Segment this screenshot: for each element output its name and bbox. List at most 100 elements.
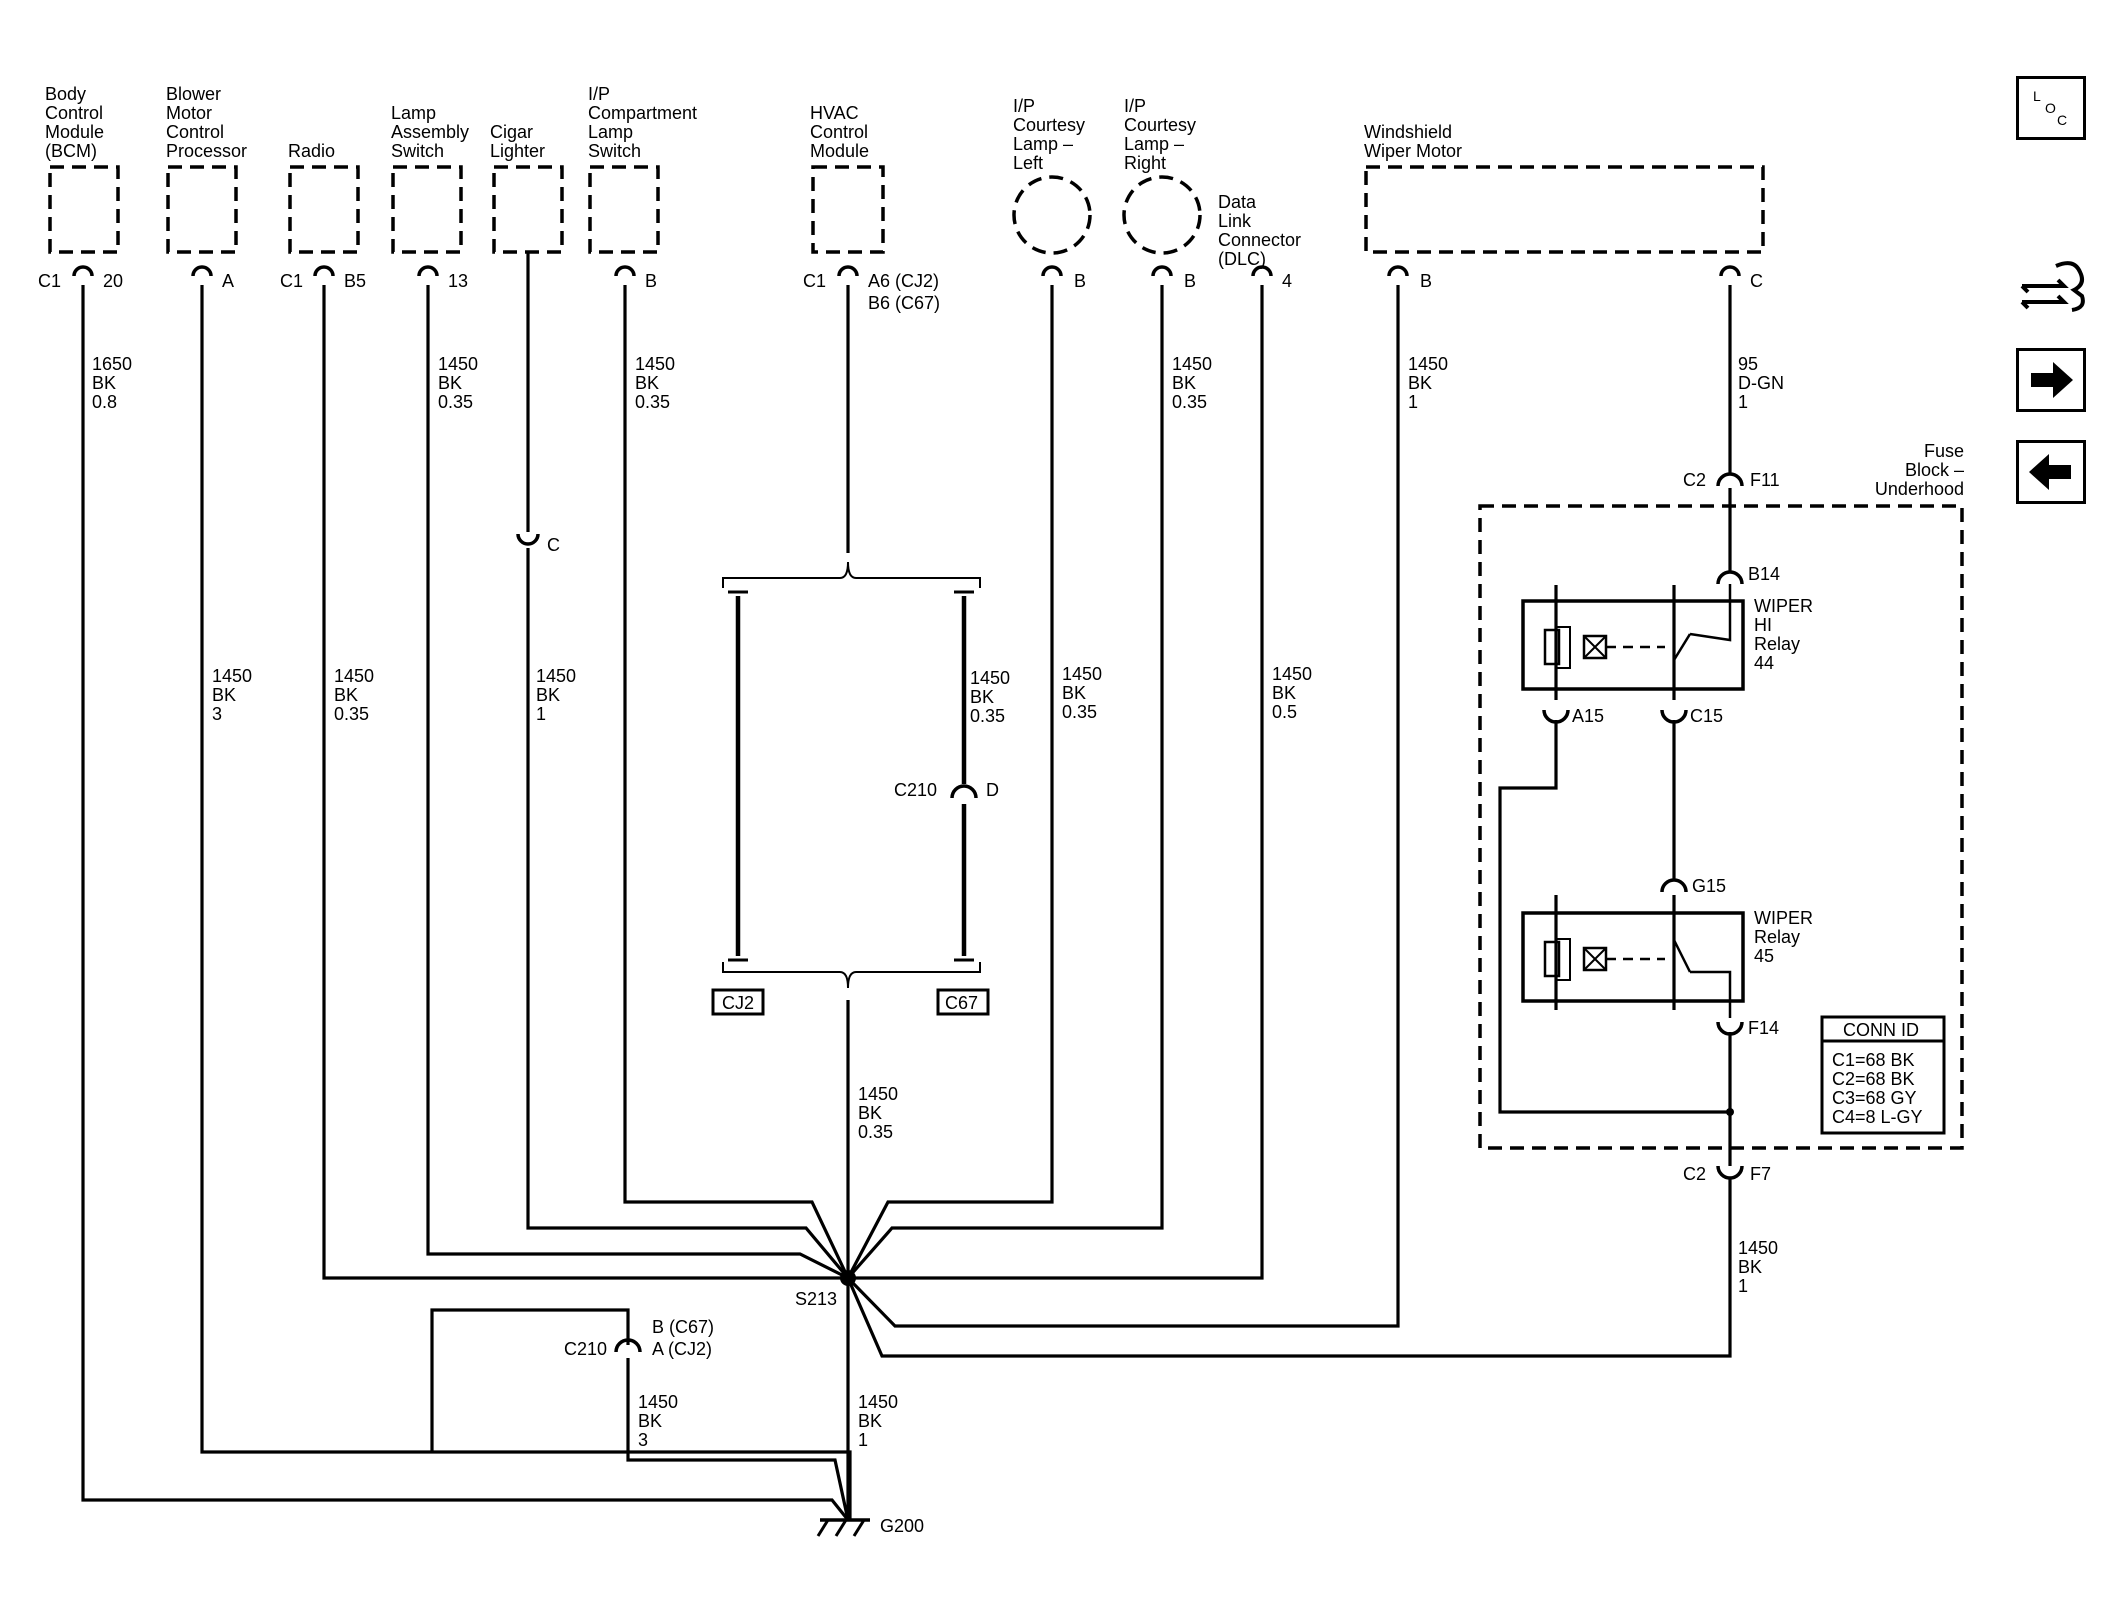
text-line: Cigar	[490, 122, 533, 142]
text-line: 3	[638, 1430, 648, 1450]
diagram-label: C1	[38, 271, 61, 291]
text-line: 1450	[858, 1392, 898, 1412]
text-line: Processor	[166, 141, 247, 161]
text-line: Control	[45, 103, 103, 123]
previous-page-button[interactable]	[2016, 440, 2086, 504]
text-line: Lighter	[490, 141, 545, 161]
text-line: 0.35	[970, 706, 1005, 726]
connector-view-button[interactable]	[2016, 252, 2088, 328]
text-line: Relay	[1754, 927, 1800, 947]
diagram-label: A15	[1572, 706, 1604, 726]
text-line: Lamp –	[1124, 134, 1184, 154]
text-line: 0.5	[1272, 702, 1297, 722]
text-line: I/P	[1013, 96, 1035, 116]
text-line: 95	[1738, 354, 1758, 374]
text-line: 1450	[1272, 664, 1312, 684]
connector-cigar-c: C	[516, 533, 560, 555]
text-line: 0.8	[92, 392, 117, 412]
text-line: I/P	[588, 84, 610, 104]
diagram-label: G15	[1692, 876, 1726, 896]
variant-bracket: C210 D CJ2 C67	[711, 561, 999, 1016]
diagram-label: C15	[1690, 706, 1723, 726]
text-line: Link	[1218, 211, 1252, 231]
text-line: Lamp –	[1013, 134, 1073, 154]
diagram-label: A (CJ2)	[652, 1339, 712, 1359]
diagram-label: C2	[1683, 470, 1706, 490]
text-line: Body	[45, 84, 86, 104]
diagram-label: 4	[1282, 271, 1292, 291]
text-line: BK	[635, 373, 659, 393]
text-line: C2=68 BK	[1832, 1069, 1915, 1089]
text-line: Motor	[166, 103, 212, 123]
text-line: Right	[1124, 153, 1166, 173]
component-locator-button[interactable]: L O C	[2016, 76, 2086, 140]
text-line: WIPER	[1754, 908, 1813, 928]
diagram-label: B	[1420, 271, 1432, 291]
tag-c67: C67	[945, 993, 978, 1013]
text-line: C4=8 L-GY	[1832, 1107, 1923, 1127]
conn-id-title: CONN ID	[1843, 1020, 1919, 1040]
text-line: Underhood	[1875, 479, 1964, 499]
component-locator-icon: L O C	[2033, 88, 2067, 128]
diagram-label: B	[645, 271, 657, 291]
text-line: Fuse	[1924, 441, 1964, 461]
text-line: 0.35	[858, 1122, 893, 1142]
connector-c210-ab: C210 B (C67) A (CJ2)	[564, 1317, 714, 1359]
diagram-label: A6 (CJ2)	[868, 271, 939, 291]
diagram-label: F11	[1750, 470, 1780, 490]
text-line: 1	[536, 704, 546, 724]
text-line: Left	[1013, 153, 1043, 173]
next-page-button[interactable]	[2016, 348, 2086, 412]
text-line: 1450	[438, 354, 478, 374]
diagram-label: C	[2057, 112, 2067, 128]
text-line: 0.35	[635, 392, 670, 412]
text-line: BK	[212, 685, 236, 705]
text-line: Blower	[166, 84, 221, 104]
tag-cj2: CJ2	[722, 993, 754, 1013]
diagram-label: L	[2033, 88, 2041, 104]
text-line: HI	[1754, 615, 1772, 635]
text-line: BK	[1408, 373, 1432, 393]
connector-view-icon	[2020, 261, 2085, 312]
diagram-label: F7	[1750, 1164, 1771, 1184]
text-line: 1450	[1172, 354, 1212, 374]
text-line: 0.35	[438, 392, 473, 412]
text-line: I/P	[1124, 96, 1146, 116]
text-line: WIPER	[1754, 596, 1813, 616]
text-line: 0.35	[334, 704, 369, 724]
next-arrow-icon	[2031, 362, 2073, 398]
text-line: Relay	[1754, 634, 1800, 654]
text-line: Windshield	[1364, 122, 1452, 142]
diagram-label: C210	[894, 780, 937, 800]
ground-label: G200	[880, 1516, 924, 1536]
text-line: BK	[536, 685, 560, 705]
ground-g200: G200	[816, 1516, 924, 1537]
text-line: Control	[810, 122, 868, 142]
diagram-label: B (C67)	[652, 1317, 714, 1337]
diagram-label: S213	[795, 1289, 837, 1309]
text-line: Switch	[588, 141, 641, 161]
text-line: Courtesy	[1124, 115, 1196, 135]
